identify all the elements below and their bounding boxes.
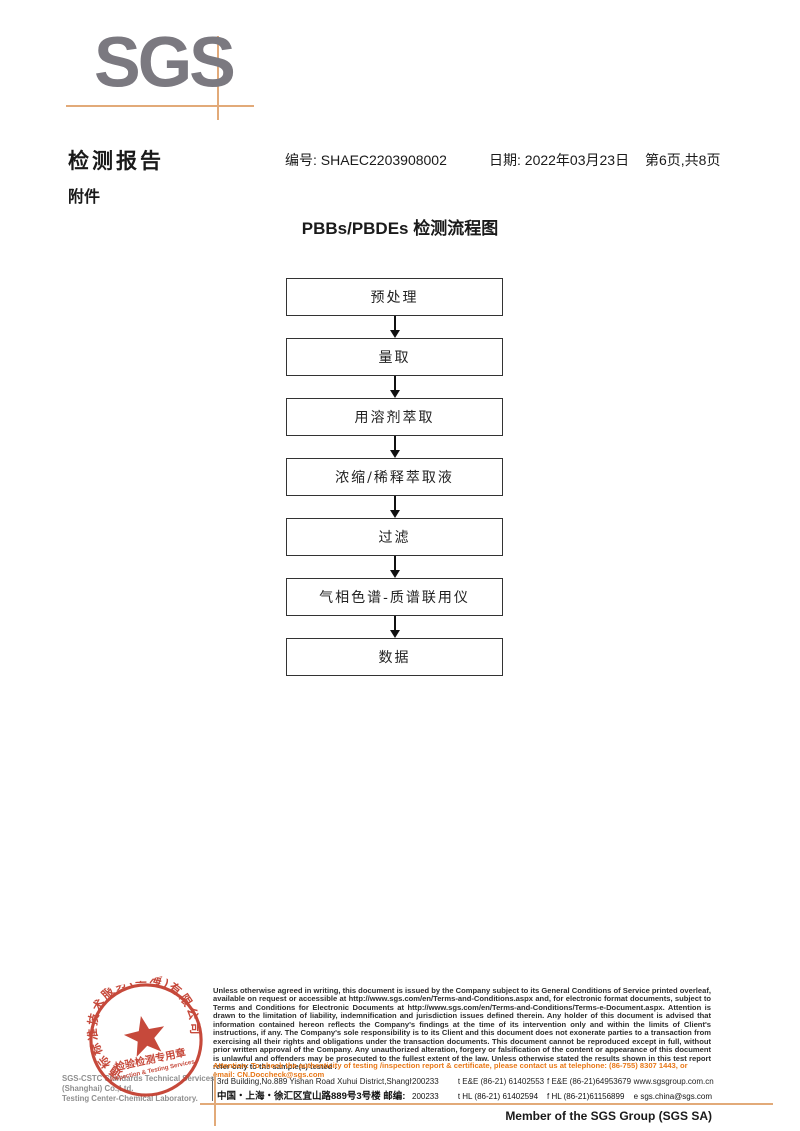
address-cn: 中国・上海・徐汇区宜山路889号3号楼 邮编:	[217, 1091, 406, 1102]
arrow-shaft	[393, 496, 396, 510]
sgs-member-note: Member of the SGS Group (SGS SA)	[505, 1109, 712, 1123]
arrow-down-icon	[286, 376, 503, 398]
lab-company-line1: SGS-CSTC Standards Technical Services (S…	[62, 1074, 215, 1093]
report-date: 日期: 2022年03月23日	[489, 152, 630, 168]
seal-svg: 通标标准技术服务(上海)有限公司 检验检测专用章 Inspection & Te…	[74, 960, 210, 1097]
sgs-logo-text: SGS	[94, 22, 236, 102]
arrow-shaft	[393, 616, 396, 630]
arrow-down-icon	[286, 316, 503, 338]
arrow-head	[389, 510, 400, 518]
postcode-cn: 200233	[412, 1092, 439, 1101]
arrow-head	[389, 390, 400, 398]
attachment-label: 附件	[68, 187, 101, 206]
footer-cross-mark	[214, 1072, 216, 1126]
lab-company-line2: Testing Center-Chemical Laboratory.	[62, 1094, 198, 1103]
lab-company-text: SGS-CSTC Standards Technical Services (S…	[62, 1074, 252, 1104]
footer-divider-line	[200, 1103, 773, 1105]
arrow-down-icon	[286, 496, 503, 518]
flowchart-step-box: 数据	[286, 638, 503, 676]
flowchart-step-box: 浓缩/稀释萃取液	[286, 458, 503, 496]
seal-ring	[89, 983, 203, 1097]
arrow-head	[389, 450, 400, 458]
flowchart: 预处理 量取 用溶剂萃取 浓缩/稀释萃取液 过滤	[286, 278, 503, 676]
page-indicator: 第6页,共8页	[645, 152, 721, 168]
arrow-shaft	[393, 436, 396, 450]
fax-cn: f HL (86-21)61156899	[547, 1092, 625, 1101]
report-number: 编号: SHAEC2203908002	[285, 152, 447, 168]
flowchart-step-box: 气相色谱-质谱联用仪	[286, 578, 503, 616]
flowchart-title: PBBs/PBDEs 检测流程图	[301, 219, 499, 238]
flowchart-step-box: 过滤	[286, 518, 503, 556]
arrow-down-icon	[286, 556, 503, 578]
phone-cn: t HL (86-21) 61402594	[457, 1092, 539, 1101]
arrow-shaft	[393, 376, 396, 390]
flowchart-step-box: 量取	[286, 338, 503, 376]
arrow-head	[389, 630, 400, 638]
address-block: 3rd Building,No.889 Yishan Road Xuhui Di…	[212, 1077, 717, 1102]
logo-vertical-line	[217, 36, 219, 120]
address-row-en: 3rd Building,No.889 Yishan Road Xuhui Di…	[217, 1077, 717, 1088]
terms-disclaimer: Unless otherwise agreed in writing, this…	[213, 986, 711, 1072]
flowchart-step-box: 预处理	[286, 278, 503, 316]
arrow-down-icon	[286, 616, 503, 638]
arrow-head	[389, 330, 400, 338]
logo-horizontal-line	[66, 105, 254, 107]
address-row-cn: 中国・上海・徐汇区宜山路889号3号楼 邮编: 200233 t HL (86-…	[217, 1088, 717, 1102]
arrow-down-icon	[286, 436, 503, 458]
arrow-shaft	[393, 316, 396, 330]
phone-en: t E&E (86-21) 61402553	[457, 1077, 545, 1086]
email: e sgs.china@sgs.com	[633, 1092, 713, 1101]
sgs-logo: SGS	[66, 22, 268, 125]
seal-star-icon	[123, 1015, 165, 1057]
inspection-seal-stamp: 通标标准技术服务(上海)有限公司 检验检测专用章 Inspection & Te…	[74, 960, 216, 1110]
website: www.sgsgroup.com.cn	[633, 1077, 714, 1086]
arrow-shaft	[393, 556, 396, 570]
postcode-en: 200233	[412, 1077, 439, 1086]
flowchart-step-box: 用溶剂萃取	[286, 398, 503, 436]
page-title: 检测报告	[68, 148, 164, 173]
attention-note: Attention: To check the authenticity of …	[213, 1061, 688, 1079]
arrow-head	[389, 570, 400, 578]
fax-en: f E&E (86-21)64953679	[547, 1077, 632, 1086]
address-en: 3rd Building,No.889 Yishan Road Xuhui Di…	[217, 1077, 412, 1086]
